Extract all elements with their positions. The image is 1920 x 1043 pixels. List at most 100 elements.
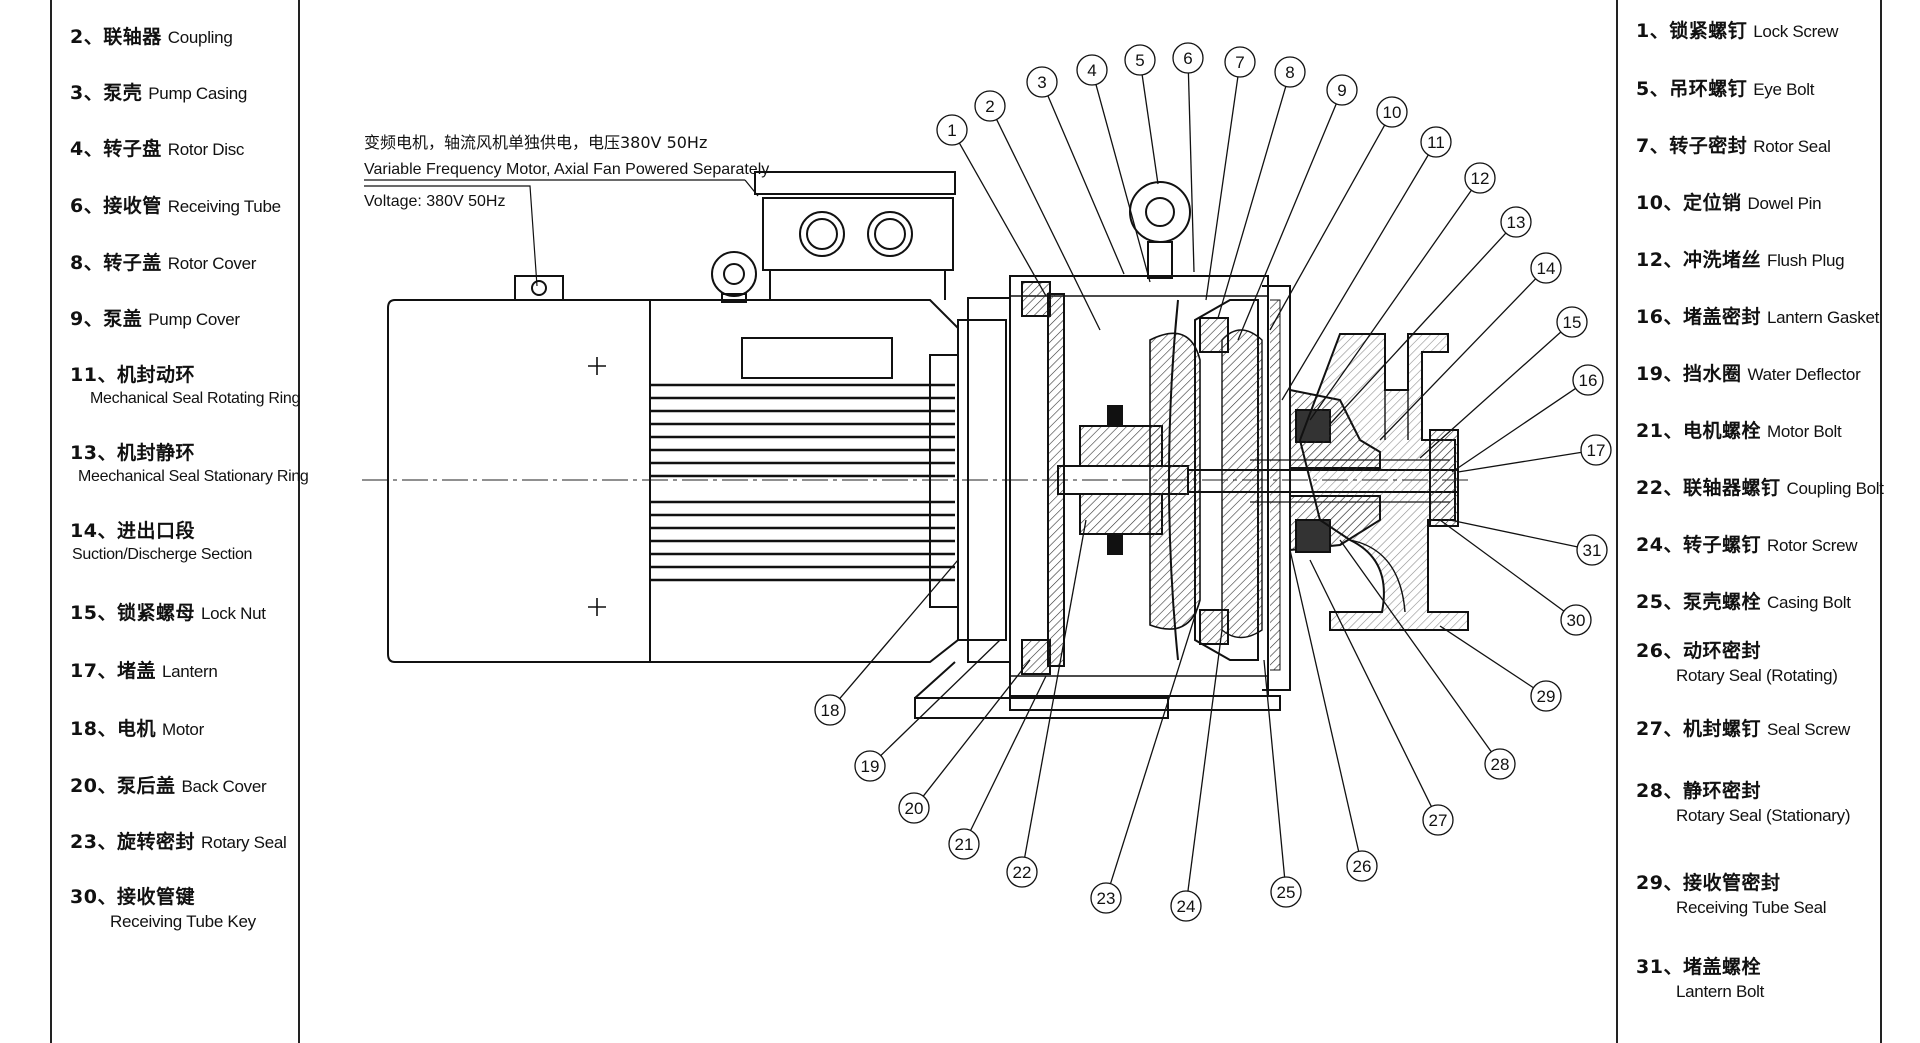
balloon-label-25: 25 <box>1277 883 1296 902</box>
balloon-21 <box>948 828 980 860</box>
balloon-label-24: 24 <box>1177 897 1196 916</box>
leader-line-11 <box>1281 154 1429 401</box>
motor-note: 变频电机，轴流风机单独供电，电压380V 50Hz Variable Frequ… <box>364 133 769 287</box>
balloon-label-5: 5 <box>1135 51 1144 70</box>
leader-line-3 <box>1047 95 1125 275</box>
balloon-29 <box>1530 680 1562 712</box>
balloon-8 <box>1274 56 1306 88</box>
leader-line-7 <box>1205 76 1239 301</box>
leader-line-5 <box>1141 74 1159 185</box>
balloon-label-1: 1 <box>947 121 956 140</box>
balloon-18 <box>814 694 846 726</box>
balloon-label-27: 27 <box>1429 811 1448 830</box>
leader-line-17 <box>1457 451 1582 473</box>
balloon-10 <box>1376 96 1408 128</box>
balloon-label-8: 8 <box>1285 63 1294 82</box>
leader-line-30 <box>1439 519 1565 612</box>
leader-line-1 <box>958 142 1047 297</box>
balloon-27 <box>1422 804 1454 836</box>
balloon-6 <box>1172 42 1204 74</box>
balloon-26 <box>1346 850 1378 882</box>
leader-line-12 <box>1309 189 1472 421</box>
balloon-label-30: 30 <box>1567 611 1586 630</box>
leader-line-6 <box>1187 72 1195 273</box>
balloon-9 <box>1326 74 1358 106</box>
balloon-label-11: 11 <box>1427 133 1445 152</box>
leader-line-4 <box>1095 84 1151 283</box>
balloon-label-19: 19 <box>861 757 880 776</box>
balloon-30 <box>1560 604 1592 636</box>
leader-line-8 <box>1217 86 1287 319</box>
leader-line-25 <box>1263 659 1286 878</box>
leader-line-18 <box>839 559 959 700</box>
balloon-20 <box>898 792 930 824</box>
balloon-3 <box>1026 66 1058 98</box>
balloon-label-18: 18 <box>821 701 840 720</box>
leader-line-31 <box>1449 519 1578 548</box>
balloon-label-12: 12 <box>1471 169 1490 188</box>
balloon-label-23: 23 <box>1097 889 1116 908</box>
leader-line-2 <box>996 119 1101 331</box>
balloon-28 <box>1484 748 1516 780</box>
balloon-12 <box>1464 162 1496 194</box>
leader-line-14 <box>1379 278 1537 441</box>
leader-line-9 <box>1237 103 1337 341</box>
balloon-label-3: 3 <box>1037 73 1046 92</box>
balloon-label-28: 28 <box>1491 755 1510 774</box>
leader-line-15 <box>1419 331 1562 459</box>
balloon-label-22: 22 <box>1013 863 1032 882</box>
balloon-label-26: 26 <box>1353 857 1372 876</box>
leader-line-20 <box>922 659 1031 797</box>
leader-line-24 <box>1187 629 1223 892</box>
balloon-31 <box>1576 534 1608 566</box>
balloon-label-16: 16 <box>1579 371 1598 390</box>
balloon-23 <box>1090 882 1122 914</box>
right-column-border-outer <box>1880 0 1882 1043</box>
leader-line-19 <box>880 639 1001 757</box>
pump-housing <box>1009 181 1469 711</box>
leader-line-26 <box>1289 549 1360 852</box>
leader-line-21 <box>969 675 1047 831</box>
balloon-label-15: 15 <box>1563 313 1582 332</box>
balloon-7 <box>1224 46 1256 78</box>
balloon-1 <box>936 114 968 146</box>
balloon-5 <box>1124 44 1156 76</box>
balloon-label-2: 2 <box>985 97 994 116</box>
balloon-label-31: 31 <box>1583 541 1602 560</box>
balloon-24 <box>1170 890 1202 922</box>
balloon-14 <box>1530 252 1562 284</box>
motor-note-voltage: Voltage: 380V 50Hz <box>364 193 505 210</box>
left-column-border-outer <box>50 0 52 1043</box>
balloon-label-29: 29 <box>1537 687 1556 706</box>
balloon-label-9: 9 <box>1337 81 1346 100</box>
balloon-15 <box>1556 306 1588 338</box>
leader-line-10 <box>1269 124 1386 331</box>
balloon-label-10: 10 <box>1383 103 1402 122</box>
motor-note-zh: 变频电机，轴流风机单独供电，电压380V 50Hz <box>364 133 707 152</box>
balloon-22 <box>1006 856 1038 888</box>
motor-note-en: Variable Frequency Motor, Axial Fan Powe… <box>364 161 769 178</box>
balloon-13 <box>1500 206 1532 238</box>
